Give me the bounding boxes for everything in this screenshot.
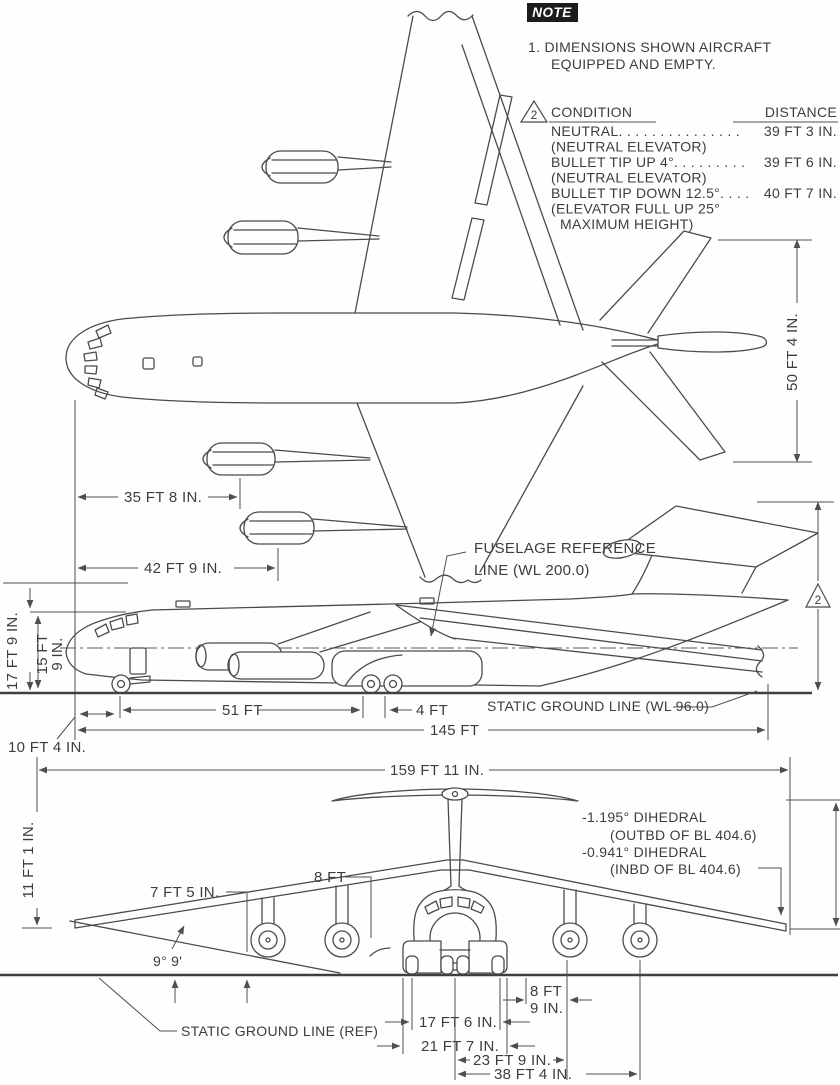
table-row: NEUTRAL. . . . . . . . . . . . . . . bbox=[551, 123, 740, 139]
table-row-value: 40 FT 7 IN. bbox=[764, 185, 837, 201]
dim-8ft-left: 8 FT bbox=[314, 869, 346, 886]
table-row: BULLET TIP UP 4°. . . . . . . . . bbox=[551, 154, 745, 170]
label-dihedral-inbd: -0.941° DIHEDRAL bbox=[582, 844, 707, 860]
top-view-dimensions bbox=[74, 239, 812, 740]
label-fuselage-ref-2: LINE (WL 200.0) bbox=[474, 562, 590, 579]
front-view-dimensions bbox=[0, 757, 840, 1080]
note-line-1: 1. DIMENSIONS SHOWN AIRCRAFT bbox=[528, 39, 771, 55]
tail-bullet-icon bbox=[441, 787, 469, 801]
table-row: MAXIMUM HEIGHT) bbox=[560, 216, 694, 232]
front-wheels-icon bbox=[369, 947, 505, 975]
table-row: (ELEVATOR FULL UP 25° bbox=[551, 201, 720, 217]
crew-door bbox=[129, 647, 147, 675]
dim-4ft: 4 FT bbox=[416, 702, 448, 719]
table-row: (NEUTRAL ELEVATOR) bbox=[551, 139, 707, 155]
plan-engine-nacelles-lower bbox=[202, 442, 408, 545]
table-header-condition: CONDITION bbox=[551, 104, 632, 120]
dim-21ft7: 21 FT 7 IN. bbox=[421, 1038, 499, 1055]
side-view-dimensions bbox=[0, 501, 834, 740]
label-dihedral-outbd: -1.195° DIHEDRAL bbox=[582, 809, 707, 825]
triangle-2-side-label: 2 bbox=[815, 593, 822, 607]
note-badge bbox=[527, 3, 578, 22]
top-view-aircraft bbox=[65, 10, 768, 584]
dim-35ft8: 35 FT 8 IN. bbox=[124, 489, 202, 506]
dim-8ft9-b: 9 IN. bbox=[530, 1000, 563, 1017]
dim-9in: 9 IN. bbox=[49, 637, 66, 670]
gear-pod bbox=[331, 650, 483, 687]
plan-cockpit-windows-icon bbox=[83, 324, 112, 400]
dim-10ft4: 10 FT 4 IN. bbox=[8, 739, 86, 756]
dim-42ft9: 42 FT 9 IN. bbox=[144, 560, 222, 577]
side-engine-nacelles bbox=[195, 611, 421, 680]
front-engine-pylons bbox=[261, 885, 647, 925]
dim-15ft: 15 FT bbox=[34, 634, 51, 675]
plan-horizontal-stabilizer bbox=[599, 230, 768, 461]
dim-145ft: 145 FT bbox=[430, 722, 479, 739]
dim-8ft9-a: 8 FT bbox=[530, 983, 562, 1000]
table-row-value: 39 FT 3 IN. bbox=[764, 123, 837, 139]
dim-17ft6: 17 FT 6 IN. bbox=[419, 1014, 497, 1031]
side-view-aircraft bbox=[60, 505, 819, 694]
table-row: (NEUTRAL ELEVATOR) bbox=[551, 170, 707, 186]
label-fuselage-ref-1: FUSELAGE REFERENCE bbox=[474, 540, 656, 557]
triangle-2-marker-icon bbox=[519, 99, 549, 123]
front-engines-icon bbox=[250, 922, 658, 958]
dim-stab-span: 50 FT 4 IN. bbox=[784, 313, 801, 391]
dim-51ft: 51 FT bbox=[222, 702, 263, 719]
note-block: NOTE 1. DIMENSIONS SHOWN AIRCRAFT EQUIPP… bbox=[527, 3, 771, 72]
front-view-aircraft bbox=[69, 787, 787, 975]
condition-table: 2 CONDITION DISTANCE NEUTRAL. . . . . . … bbox=[519, 99, 838, 232]
plan-engine-nacelles-upper bbox=[223, 150, 392, 255]
table-header-distance: DISTANCE bbox=[765, 104, 837, 120]
front-cockpit-windows-icon bbox=[424, 896, 485, 915]
label-static-ground-line-front: STATIC GROUND LINE (REF) bbox=[181, 1023, 378, 1039]
side-cockpit-windows-icon bbox=[94, 613, 139, 638]
label-static-ground-line-side: STATIC GROUND LINE (WL 96.0) bbox=[487, 698, 709, 714]
label-anhedral-angle: 9° 9' bbox=[153, 953, 182, 969]
table-row-value: 39 FT 6 IN. bbox=[764, 154, 837, 170]
label-dihedral-inbd-sub: (INBD OF BL 404.6) bbox=[610, 861, 741, 877]
table-row: BULLET TIP DOWN 12.5°. . . . bbox=[551, 185, 749, 201]
dim-11ft1: 11 FT 1 IN. bbox=[20, 822, 37, 899]
dim-7ft5: 7 FT 5 IN. bbox=[150, 884, 219, 901]
note-badge-label: NOTE bbox=[532, 5, 572, 20]
triangle-2-marker-label: 2 bbox=[531, 108, 538, 122]
dim-159ft11: 159 FT 11 IN. bbox=[390, 762, 484, 779]
dim-23ft9: 23 FT 9 IN. bbox=[473, 1052, 551, 1069]
dim-17ft9: 17 FT 9 IN. bbox=[4, 612, 21, 690]
label-dihedral-outbd-sub: (OUTBD OF BL 404.6) bbox=[610, 827, 757, 843]
dim-38ft4: 38 FT 4 IN. bbox=[494, 1066, 572, 1083]
triangle-2-side-icon bbox=[805, 582, 831, 608]
note-line-2: EQUIPPED AND EMPTY. bbox=[551, 56, 716, 72]
